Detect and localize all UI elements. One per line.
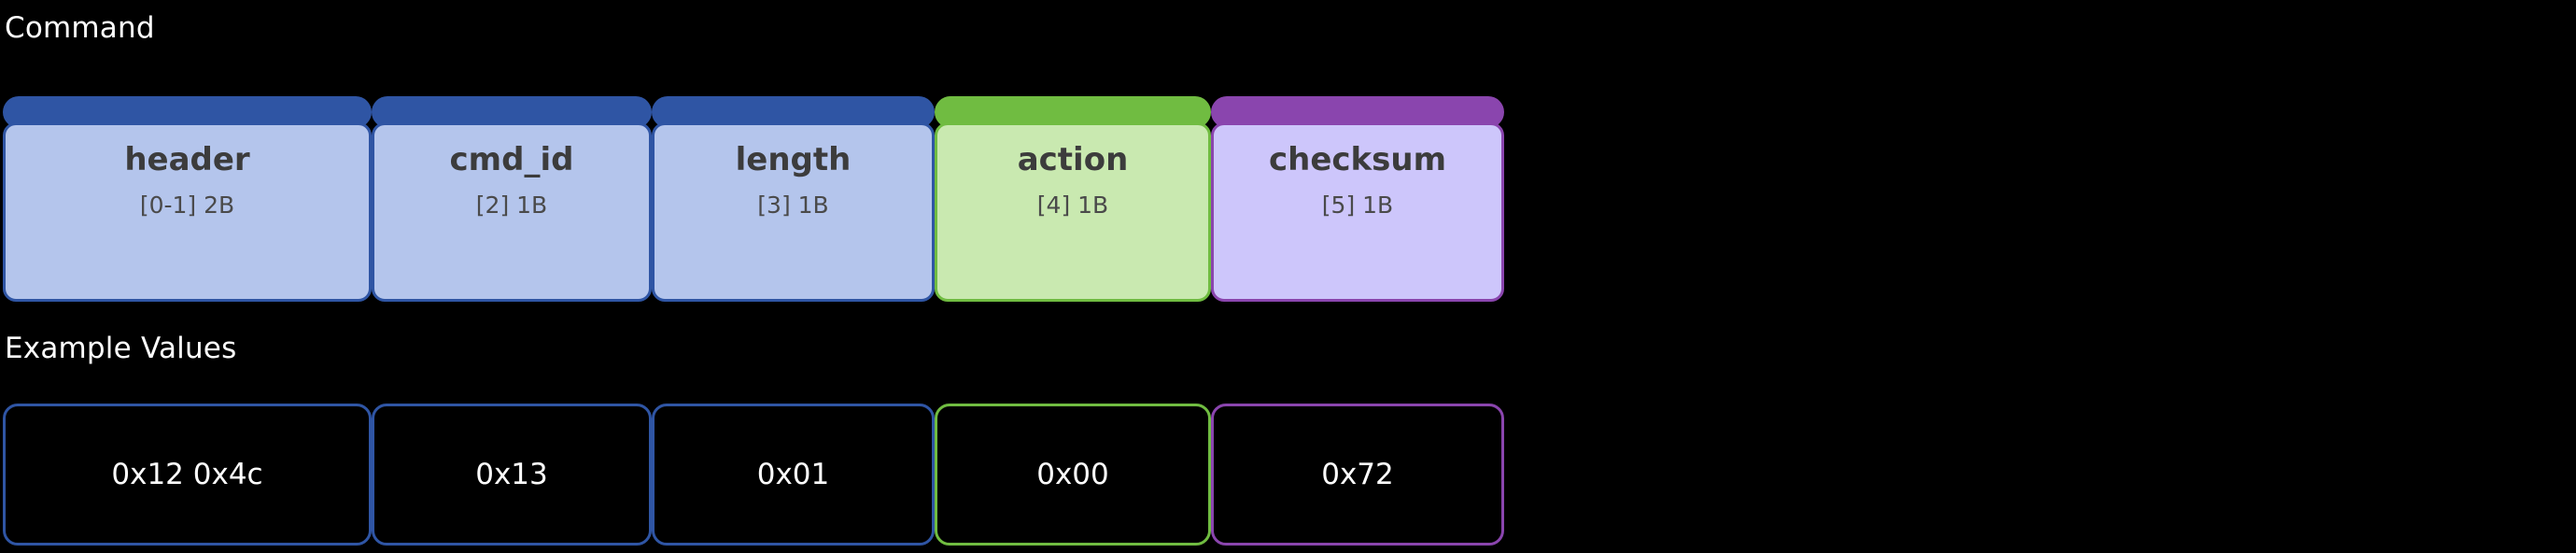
- packet-field-cmd-id[interactable]: cmd_id [2] 1B: [372, 96, 652, 302]
- field-body: length [3] 1B: [652, 122, 935, 302]
- value-text: 0x72: [1321, 457, 1394, 491]
- example-value-action[interactable]: 0x00: [935, 404, 1211, 546]
- field-name: header: [124, 141, 250, 178]
- field-meta: [3] 1B: [757, 191, 829, 219]
- packet-field-row: header [0-1] 2B cmd_id [2] 1B length [3]…: [3, 96, 1504, 302]
- packet-field-length[interactable]: length [3] 1B: [652, 96, 935, 302]
- value-text: 0x13: [475, 457, 548, 491]
- field-meta: [0-1] 2B: [139, 191, 235, 219]
- field-name: length: [735, 141, 852, 178]
- packet-field-checksum[interactable]: checksum [5] 1B: [1211, 96, 1504, 302]
- field-meta: [5] 1B: [1321, 191, 1394, 219]
- field-body: cmd_id [2] 1B: [372, 122, 652, 302]
- field-name: cmd_id: [449, 141, 574, 178]
- example-value-length[interactable]: 0x01: [652, 404, 935, 546]
- packet-field-header[interactable]: header [0-1] 2B: [3, 96, 372, 302]
- value-text: 0x12 0x4c: [111, 457, 263, 491]
- example-value-checksum[interactable]: 0x72: [1211, 404, 1504, 546]
- field-body: action [4] 1B: [935, 122, 1211, 302]
- example-value-header[interactable]: 0x12 0x4c: [3, 404, 372, 546]
- example-value-cmd-id[interactable]: 0x13: [372, 404, 652, 546]
- example-values-section-label: Example Values: [5, 332, 237, 365]
- field-body: checksum [5] 1B: [1211, 122, 1504, 302]
- packet-field-action[interactable]: action [4] 1B: [935, 96, 1211, 302]
- value-text: 0x00: [1036, 457, 1109, 491]
- field-name: checksum: [1268, 141, 1447, 178]
- field-name: action: [1017, 141, 1129, 178]
- example-value-row: 0x12 0x4c 0x13 0x01 0x00 0x72: [3, 404, 1504, 553]
- field-body: header [0-1] 2B: [3, 122, 372, 302]
- command-section-label: Command: [5, 11, 155, 45]
- field-meta: [4] 1B: [1036, 191, 1109, 219]
- value-text: 0x01: [756, 457, 830, 491]
- field-meta: [2] 1B: [475, 191, 548, 219]
